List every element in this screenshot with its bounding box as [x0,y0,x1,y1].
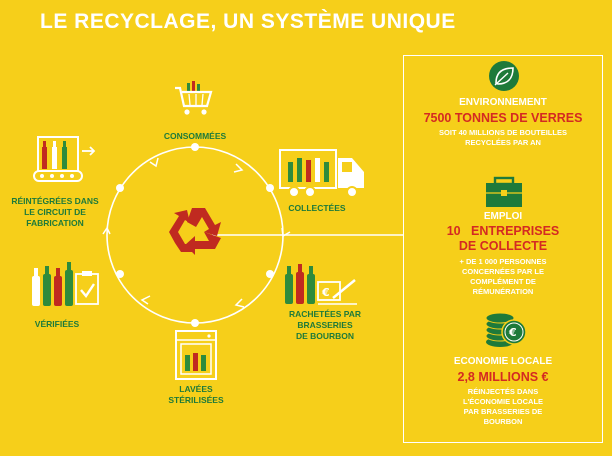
section-figure: 7500 TONNES DE VERRES [423,111,583,125]
svg-text:€: € [321,286,330,299]
section-detail: RÉINJECTÉS DANS [467,387,539,396]
svg-text:€: € [508,326,517,339]
section-detail: PAR BRASSERIES DE [463,407,543,416]
label-rachetees: RACHETÉES PAR BRASSERIES DE BOURBON [288,309,362,341]
section-economie: ECONOMIE LOCALE 2,8 MILLIONS € RÉINJECTÉ… [404,355,602,427]
section-title: ECONOMIE LOCALE [453,356,553,367]
section-detail: + DE 1 000 PERSONNES [459,257,547,266]
bottles-pen-icon: € [285,264,357,305]
section-figure: 10 ENTREPRISES [446,224,560,238]
label-reintegrees: RÉINTÉGRÉES DANS LE CIRCUIT DE FABRICATI… [11,196,99,228]
truck-icon [279,149,364,198]
section-figure: 2,8 MILLIONS € [457,370,549,384]
section-title: ENVIRONNEMENT [459,97,547,108]
section-emploi: EMPLOI 10 ENTREPRISES DE COLLECTE + DE 1… [404,210,602,297]
section-detail: BOURBON [483,417,523,426]
conveyor-icon [33,136,96,182]
section-detail: RECYCLÉES PAR AN [465,138,541,147]
cart-icon [175,81,213,115]
washer-icon [175,330,217,380]
label-collectees: COLLECTÉES [288,203,346,213]
page-title: LE RECYCLAGE, UN SYSTÈME UNIQUE [40,10,456,33]
coins-icon: € [485,312,527,347]
section-detail: CONCERNÉES PAR LE [462,267,544,276]
cycle-nodes [116,143,274,327]
section-detail: L'ÉCONOMIE LOCALE [462,397,544,406]
cycle-arrows [102,157,291,308]
section-figure: DE COLLECTE [458,239,548,253]
label-consommees: CONSOMMÉES [163,131,227,141]
section-title: EMPLOI [483,211,523,222]
recycle-icon [169,208,221,255]
briefcase-icon [486,176,522,207]
section-detail: RÉMUNÉRATION [472,287,534,296]
label-lavees: LAVÉES STÉRILISÉES [168,384,224,405]
section-detail: COMPLÉMENT DE [470,277,536,286]
bottles-check-icon [32,262,99,306]
section-detail: SOIT 40 MILLIONS DE BOUTEILLES [439,128,567,137]
leaf-icon [489,61,519,91]
impact-panel: ENVIRONNEMENT 7500 TONNES DE VERRES SOIT… [403,55,603,443]
label-verifiees: VÉRIFIÉES [34,319,80,329]
section-environnement: ENVIRONNEMENT 7500 TONNES DE VERRES SOIT… [404,96,602,148]
